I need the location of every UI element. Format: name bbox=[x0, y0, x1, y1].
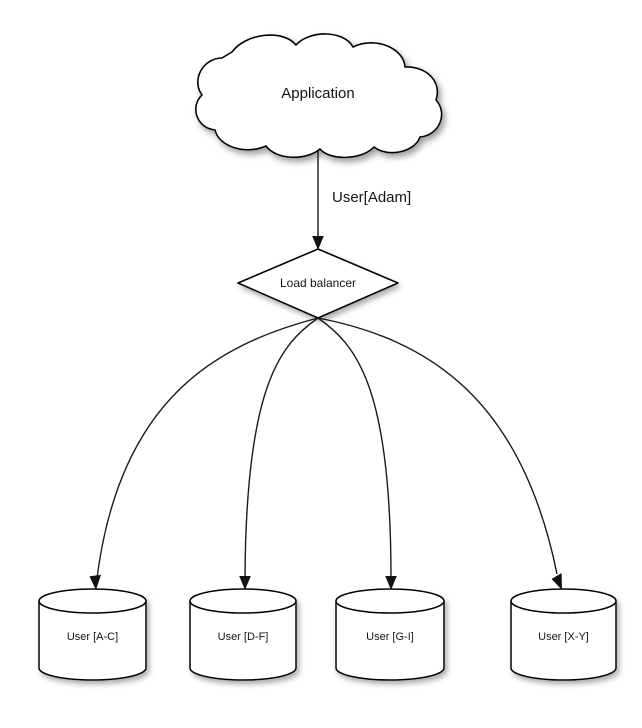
edge-load-balancer-to-user-d-f bbox=[239, 317, 319, 590]
node-database-user-d-f[interactable] bbox=[189, 588, 297, 681]
edge-label-user-adam: User[Adam] bbox=[332, 189, 411, 206]
arrow-head-lb-db2 bbox=[385, 576, 397, 590]
cylinder-top-2 bbox=[335, 588, 445, 614]
diamond-label: Load balancer bbox=[280, 276, 356, 290]
cloud-shape bbox=[195, 33, 443, 159]
edge-load-balancer-to-user-g-i bbox=[317, 317, 397, 590]
database-label-0: User [A-C] bbox=[67, 631, 118, 643]
arrow-head-lb-db3 bbox=[551, 573, 562, 590]
node-database-user-a-c[interactable] bbox=[38, 588, 147, 681]
arrow-head-lb-db1 bbox=[239, 576, 251, 590]
cylinder-body-1 bbox=[189, 600, 297, 681]
node-database-user-x-y[interactable] bbox=[510, 588, 617, 681]
node-database-user-g-i[interactable] bbox=[335, 588, 445, 681]
edge-application-to-load-balancer: User[Adam] bbox=[312, 151, 411, 250]
cylinder-top-3 bbox=[510, 588, 617, 614]
edge-load-balancer-to-user-x-y bbox=[317, 317, 562, 590]
cylinder-body-0 bbox=[38, 600, 147, 681]
edge-line-lb-db3 bbox=[317, 317, 558, 575]
cylinder-body-2 bbox=[335, 600, 445, 681]
database-label-2: User [G-I] bbox=[366, 631, 414, 643]
arrow-head-app-lb bbox=[312, 236, 324, 250]
cylinder-top-1 bbox=[189, 588, 297, 614]
cylinder-top-0 bbox=[38, 588, 147, 614]
cylinder-body-3 bbox=[510, 600, 617, 681]
edge-line-lb-db2 bbox=[317, 317, 392, 579]
database-label-1: User [D-F] bbox=[218, 631, 269, 643]
arrow-head-lb-db0 bbox=[89, 574, 101, 590]
node-application-cloud[interactable]: Application bbox=[195, 33, 443, 159]
database-label-3: User [X-Y] bbox=[538, 631, 589, 643]
edge-load-balancer-to-user-a-c bbox=[89, 317, 319, 590]
edge-line-lb-db1 bbox=[244, 317, 319, 579]
edge-line-lb-db0 bbox=[96, 317, 319, 579]
node-load-balancer-diamond[interactable]: Load balancer bbox=[237, 248, 399, 319]
cloud-label: Application bbox=[281, 85, 354, 102]
